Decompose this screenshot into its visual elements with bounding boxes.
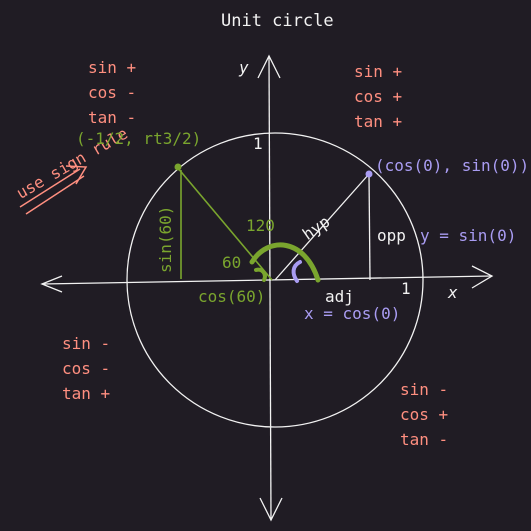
q4-sin: sin - [400,380,449,399]
angle-60-label: 60 [222,253,242,272]
point-zero-dot [365,170,373,178]
point-zero-coords: (cos(0), sin(0)) [375,156,530,175]
x-equals-cos-label: x = cos(0) [304,304,401,323]
sin60-label: sin(60) [156,205,175,273]
angle-120-arc [249,242,321,283]
radius-120-line [176,166,273,281]
opp-label: opp [377,226,406,245]
adj-label: adj [325,287,354,306]
y-equals-sin-label: y = sin(0) [420,226,517,245]
y-axis [268,55,272,521]
point-120-coords: (-1/2, rt3/2) [76,129,202,148]
y-axis-top-arrow [257,54,281,79]
y-axis-bottom-arrow [259,497,283,522]
y-axis-label: y [239,58,249,77]
hypotenuse-line [274,173,370,281]
q4-cos: cos + [400,405,449,424]
sign-rule-arrow-shaft-2 [25,175,85,215]
angle-60-arc [254,267,267,282]
q1-cos: cos + [354,87,403,106]
q2-sin: sin + [88,58,137,77]
x-axis-left-arrow [40,275,63,293]
x-tick-one: 1 [401,279,411,298]
angle-120-label: 120 [246,216,275,235]
opposite-line [368,173,371,281]
q4-tan: tan - [400,430,449,449]
unit-circle [126,132,424,428]
point-120-dot [174,163,182,171]
y-tick-one: 1 [253,134,263,153]
sign-rule-arrow-shaft [19,168,81,208]
q3-sin: sin - [62,334,111,353]
x-axis-label: x [448,283,458,302]
angle-theta-arc [291,260,302,283]
q1-tan: tan + [354,112,403,131]
x-axis [41,275,493,285]
sign-rule-arrowhead [65,165,88,185]
q1-sin: sin + [354,62,403,81]
q2-tan: tan - [88,108,137,127]
q3-tan: tan + [62,384,111,403]
cos60-label: cos(60) [198,287,266,306]
q3-cos: cos - [62,359,111,378]
q2-cos: cos - [88,83,137,102]
diagram-title: Unit circle [221,11,334,31]
x-axis-right-arrow [471,265,494,289]
